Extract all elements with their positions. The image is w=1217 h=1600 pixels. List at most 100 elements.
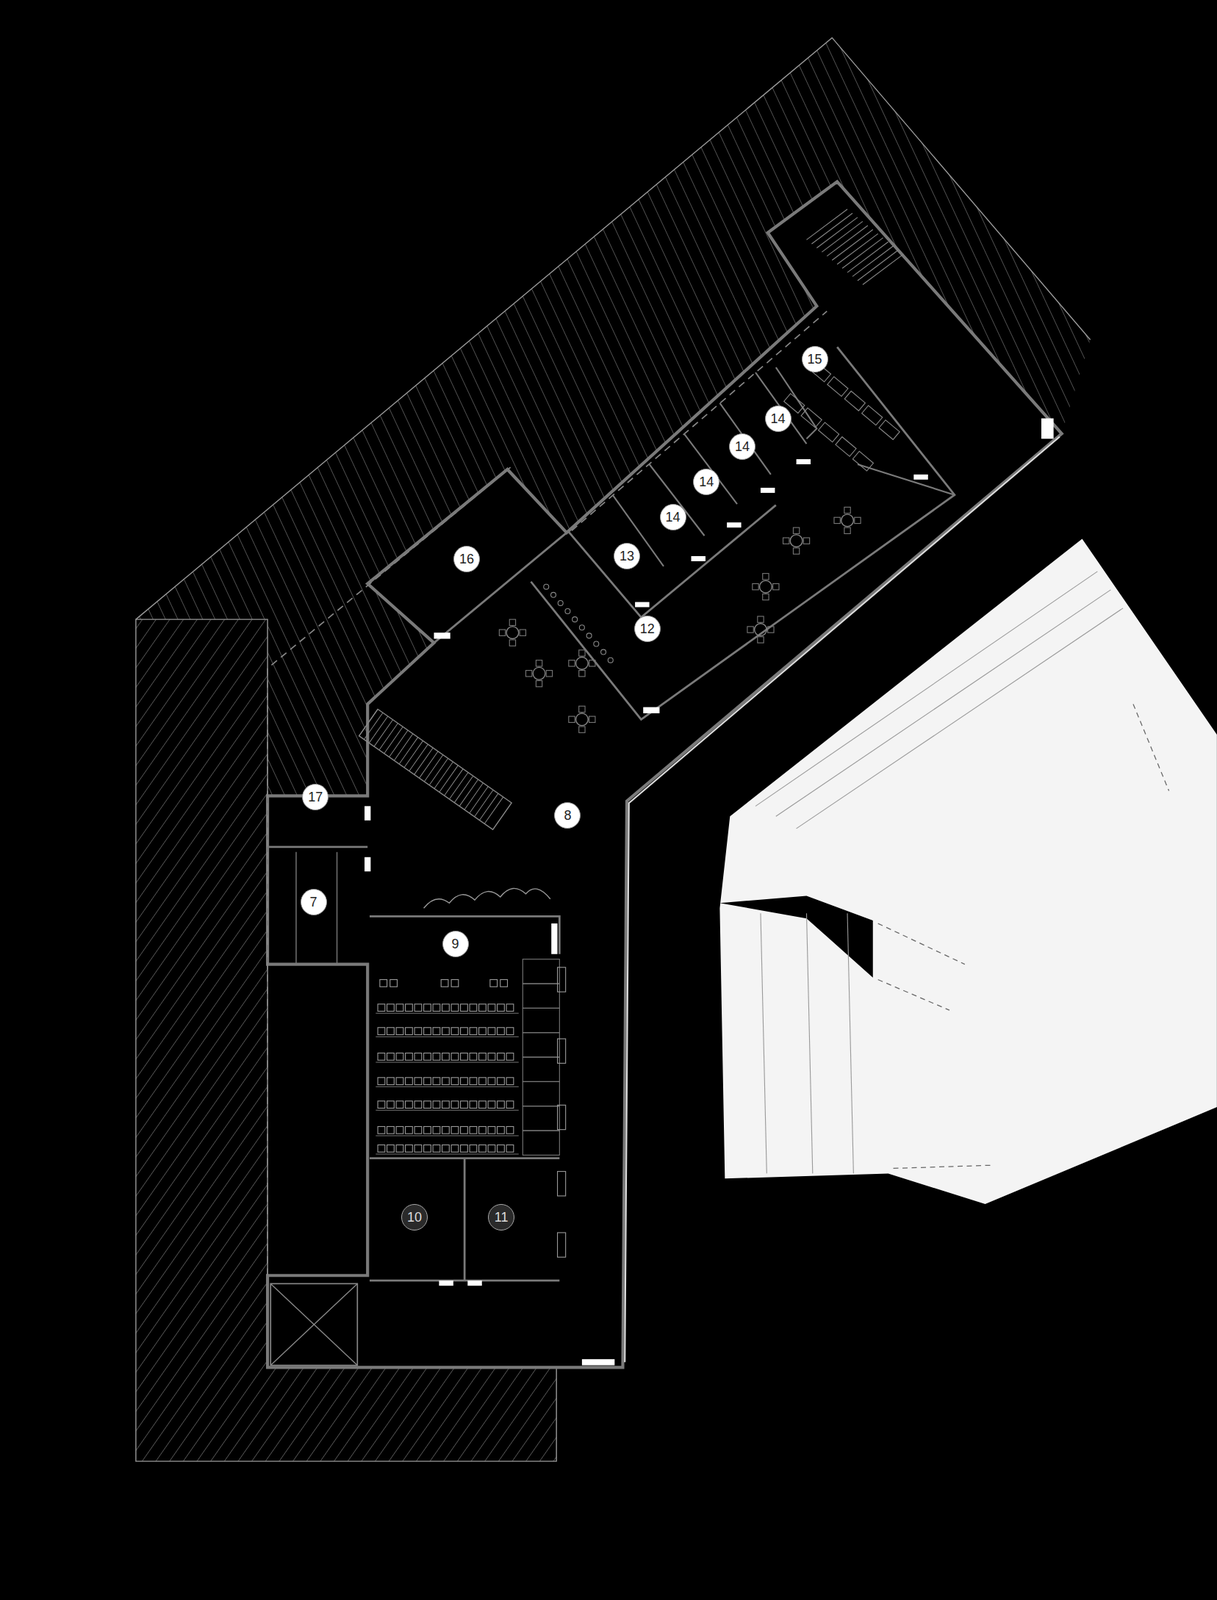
seat (414, 1101, 422, 1109)
callout-number: 13 (619, 549, 635, 563)
seat (451, 1053, 459, 1061)
stair-tread (419, 751, 439, 779)
stair-tread (821, 221, 863, 253)
seat (387, 1101, 395, 1109)
stair-tread (837, 233, 879, 265)
stair-tread (389, 730, 408, 757)
seat (424, 1126, 432, 1134)
seat (497, 1028, 505, 1036)
seat (497, 1144, 505, 1153)
stair-tread (474, 790, 494, 817)
seat (497, 1004, 505, 1012)
chair (792, 527, 799, 534)
courtyard-gap (719, 896, 873, 979)
seat (487, 1004, 496, 1012)
seat (479, 1004, 487, 1012)
table (759, 580, 773, 594)
desk (827, 377, 849, 397)
seat (414, 1004, 422, 1012)
seat (405, 1101, 414, 1109)
seat (387, 1053, 395, 1061)
stair-tread (368, 716, 388, 743)
seat (497, 1053, 505, 1061)
stair (806, 209, 904, 286)
row-line (375, 1013, 519, 1015)
seat (432, 1144, 441, 1153)
wall (755, 372, 807, 444)
courtyard-line (796, 608, 1123, 829)
door (1041, 418, 1054, 440)
seat (451, 1078, 459, 1086)
stool (593, 641, 599, 647)
callout-number: 14 (665, 510, 681, 524)
chair (546, 670, 552, 677)
seat (487, 1078, 496, 1086)
window-seat (557, 1233, 566, 1258)
seat (414, 1144, 422, 1153)
room-number: 9 (442, 931, 469, 958)
seat (377, 1053, 386, 1061)
seat (506, 1028, 514, 1036)
step (522, 984, 560, 1009)
stair-tread (379, 723, 398, 750)
seat (460, 1053, 469, 1061)
seat (377, 1126, 386, 1134)
room-number: 14 (693, 468, 720, 496)
stair-tread (444, 769, 463, 796)
chair (525, 670, 532, 677)
stair-tread (816, 217, 858, 249)
stair-tread (811, 213, 853, 244)
sofa (424, 888, 551, 909)
wall (336, 852, 338, 965)
desk (878, 420, 900, 441)
seat (506, 1078, 514, 1086)
callout-number: 17 (307, 790, 323, 804)
stool (579, 625, 585, 631)
callout-number: 15 (807, 352, 823, 366)
seat (414, 1028, 422, 1036)
stool (572, 617, 578, 623)
seat (424, 1053, 432, 1061)
stair-tread (374, 720, 393, 747)
seat (405, 1028, 414, 1036)
courtyard-line (806, 913, 813, 1174)
seat (377, 1078, 386, 1086)
stair-tread (479, 793, 498, 821)
chair (854, 517, 861, 524)
table (532, 667, 546, 680)
callout-number: 12 (640, 622, 655, 636)
seat (460, 1004, 469, 1012)
chair (579, 706, 585, 713)
seat (405, 1053, 414, 1061)
seat (490, 979, 498, 987)
seat (424, 1078, 432, 1086)
door (726, 522, 741, 528)
seat (377, 1028, 386, 1036)
chair (579, 670, 585, 677)
seat (469, 1028, 477, 1036)
stool (551, 592, 557, 598)
seat (469, 1101, 477, 1109)
courtyard-line (760, 913, 767, 1174)
stair-outline (359, 709, 513, 830)
seat (479, 1078, 487, 1086)
chair (792, 548, 799, 555)
stool (543, 584, 549, 590)
chair (589, 716, 596, 723)
door (691, 556, 706, 562)
stair-tread (384, 726, 403, 754)
seat (379, 979, 388, 987)
chair (579, 726, 585, 733)
chair (568, 716, 575, 723)
desk (801, 407, 822, 428)
seat (487, 1028, 496, 1036)
chair (834, 517, 840, 524)
seat (424, 1144, 432, 1153)
seat (469, 1053, 477, 1061)
room-number: 13 (613, 543, 641, 570)
seat (442, 1078, 450, 1086)
step (522, 959, 560, 985)
stair-tread (847, 241, 889, 273)
stair-tread (454, 776, 473, 803)
